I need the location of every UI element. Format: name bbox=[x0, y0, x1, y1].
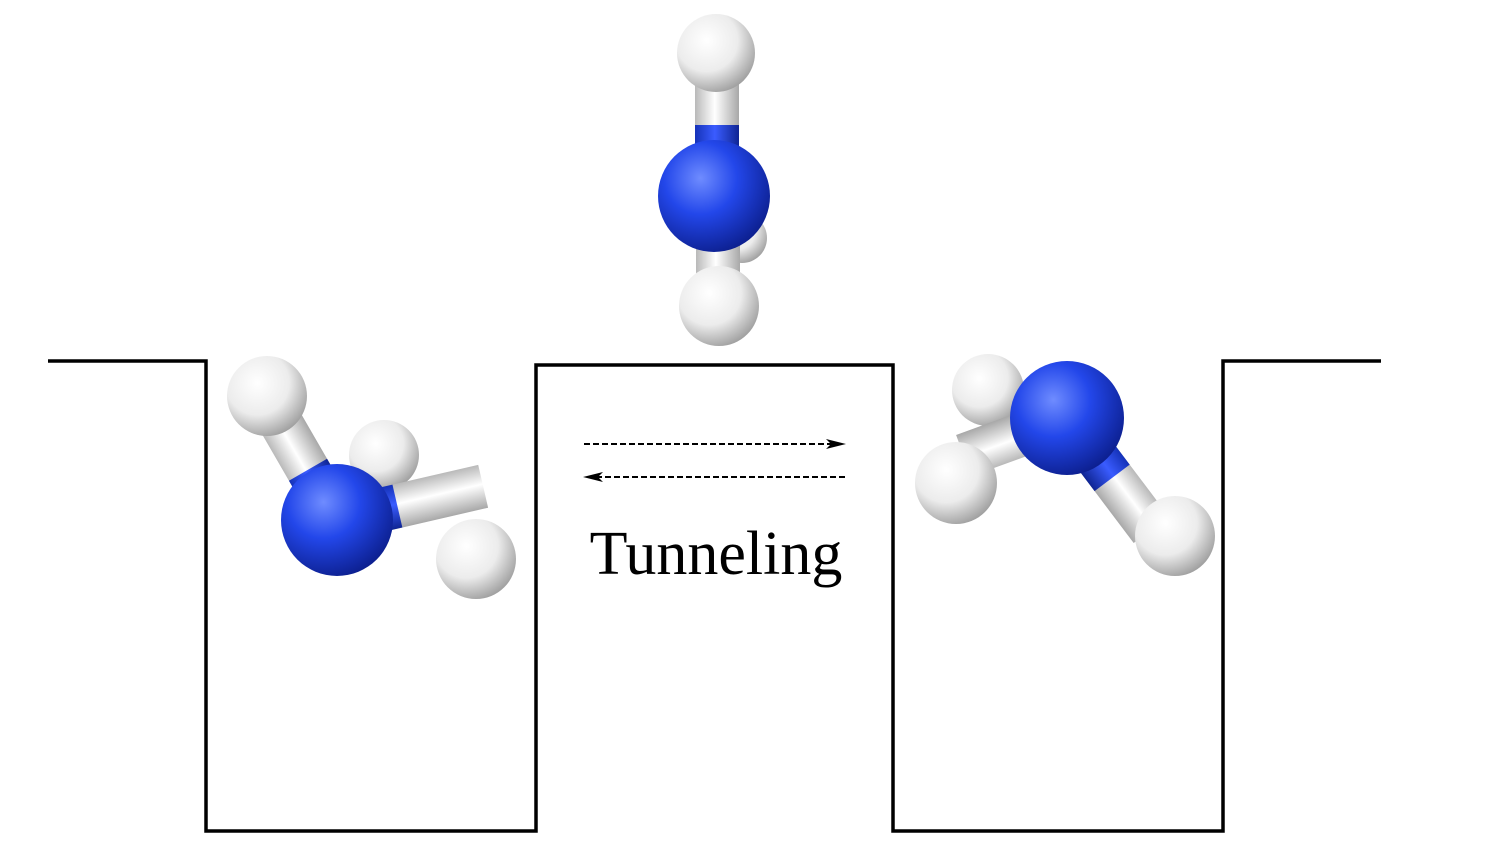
tunneling-label: Tunneling bbox=[590, 520, 843, 588]
nitrogen-atom bbox=[1010, 361, 1124, 475]
potential-curve bbox=[48, 359, 1381, 833]
hydrogen-atom-bottom bbox=[679, 266, 759, 346]
hydrogen-atom-bottom bbox=[1135, 496, 1215, 576]
hydrogen-atom-top bbox=[677, 14, 755, 92]
molecule-right bbox=[915, 354, 1215, 576]
nitrogen-atom bbox=[658, 140, 770, 252]
molecule-left bbox=[227, 356, 516, 599]
hydrogen-atom-left bbox=[915, 442, 997, 524]
molecule-transition bbox=[658, 14, 770, 346]
hydrogen-atom-right bbox=[436, 519, 516, 599]
hydrogen-atom-top bbox=[227, 356, 307, 436]
nitrogen-atom bbox=[281, 464, 393, 576]
hydrogen-atom-back bbox=[952, 354, 1024, 426]
